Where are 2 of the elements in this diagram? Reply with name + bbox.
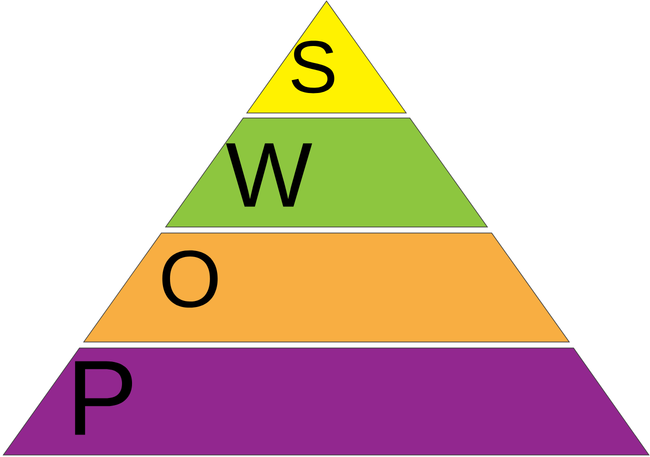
pyramid-layer: P <box>2 348 650 456</box>
pyramid-layer: O <box>83 232 570 342</box>
